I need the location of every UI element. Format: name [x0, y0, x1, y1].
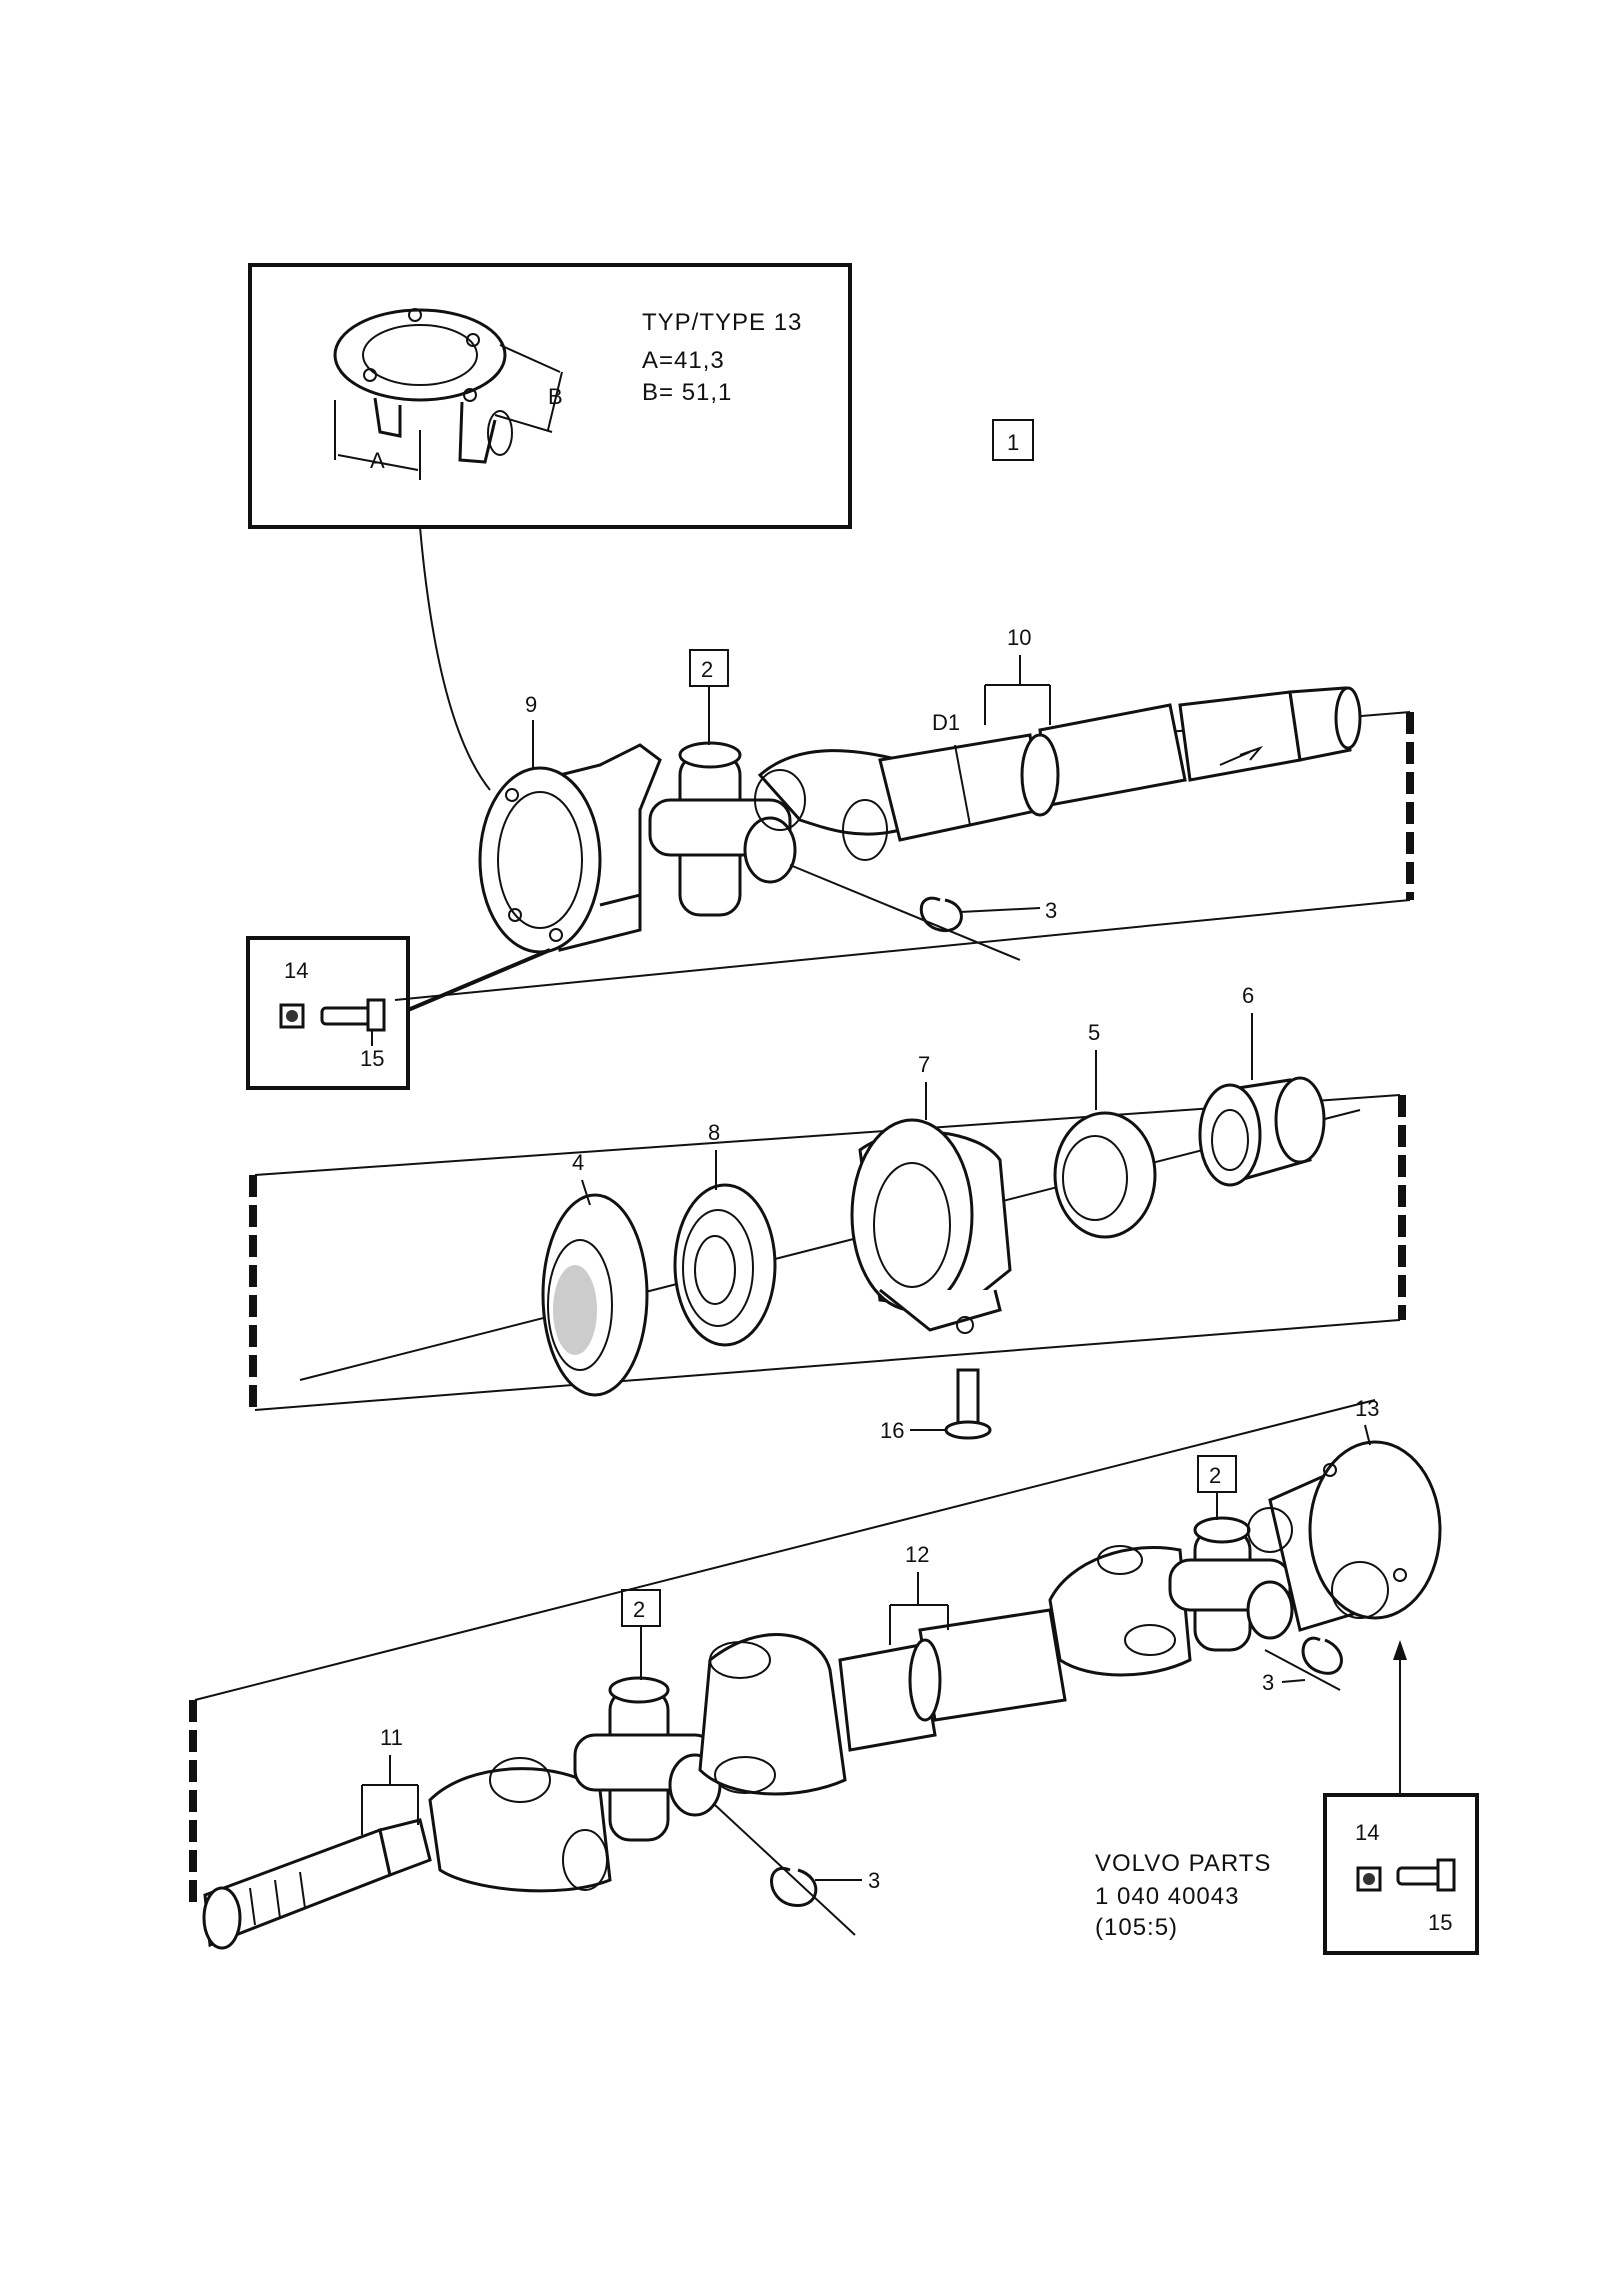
bearing-section: 4 8 7 5 6 16: [249, 983, 1406, 1443]
circlip-3-upper: [789, 864, 1041, 961]
collar-5: [1053, 1111, 1157, 1239]
fastener-box-right: 14 15: [1323, 1640, 1479, 1955]
callout-3-upper: 3: [1045, 898, 1057, 923]
callout-9: 9: [525, 692, 537, 717]
lower-shaft-section: 2 2 13 12 11 3 3: [189, 1396, 1442, 1950]
inset-a-value: A=41,3: [642, 347, 725, 374]
rubber-bushing-6: [1198, 1076, 1326, 1187]
dimension-d1: D1: [932, 710, 960, 735]
callout-11: 11: [380, 1725, 403, 1750]
lower-left-box-label-2: 2: [633, 1597, 645, 1622]
lower-right-box-label-2: 2: [1209, 1463, 1221, 1488]
callout-5: 5: [1088, 1020, 1100, 1045]
fastener-left-nut-14: 14: [284, 958, 308, 983]
splined-stub-11: [202, 1818, 432, 1950]
reference-line-1: VOLVO PARTS: [1095, 1850, 1271, 1877]
circlip-3-lower-left: [714, 1804, 862, 1936]
universal-joint-cross-upper: [648, 741, 797, 917]
group-box-1-label: 1: [1007, 430, 1019, 455]
flange-yoke-9: [478, 743, 662, 954]
reference-line-2: 1 040 40043: [1095, 1883, 1239, 1910]
fastener-box-left: 14 15: [246, 936, 551, 1090]
callout-12: 12: [905, 1542, 929, 1567]
upper-shaft-section: 2 9 10 D1 3: [394, 625, 1414, 1001]
fastener-right-nut-14: 14: [1355, 1820, 1379, 1845]
callout-10: 10: [1007, 625, 1031, 650]
circlip-3-lower-right: [1264, 1636, 1343, 1691]
upper-box-label-2: 2: [701, 657, 713, 682]
fastener-left-bolt-15: 15: [360, 1046, 384, 1071]
inset-b-value: B= 51,1: [642, 379, 732, 406]
intermediate-shaft-12: [698, 1545, 1192, 1796]
reference-block: VOLVO PARTS 1 040 40043 (105:5): [1095, 1850, 1271, 1941]
callout-3-lower-right: 3: [1262, 1670, 1274, 1695]
reference-line-3: (105:5): [1095, 1914, 1178, 1941]
fastener-right-bolt-15: 15: [1428, 1910, 1452, 1935]
inset-type13-box: A B TYP/TYPE 13 A=41,3 B= 51,1: [248, 263, 852, 791]
yoke-lower-left: [428, 1757, 612, 1893]
callout-16: 16: [880, 1418, 904, 1443]
inset-flange-drawing: [333, 308, 563, 480]
inset-dim-a-label: A: [370, 448, 385, 473]
callout-4: 4: [572, 1150, 584, 1175]
callout-13: 13: [1355, 1396, 1379, 1421]
ball-bearing-8: [673, 1183, 777, 1347]
group-box-1: 1: [992, 419, 1034, 461]
bolt-16: [944, 1368, 992, 1440]
universal-joint-cross-lower-left: [573, 1676, 722, 1842]
callout-6: 6: [1242, 983, 1254, 1008]
collar-4: [541, 1193, 649, 1397]
bearing-housing-7: [850, 1118, 1012, 1334]
propeller-shaft-tube-10: [754, 686, 1362, 861]
flange-yoke-13: [1247, 1440, 1442, 1632]
inset-dim-b-label: B: [548, 384, 563, 409]
callout-3-lower-left: 3: [868, 1868, 880, 1893]
callout-8: 8: [708, 1120, 720, 1145]
inset-title: TYP/TYPE 13: [642, 309, 802, 336]
callout-7: 7: [918, 1052, 930, 1077]
